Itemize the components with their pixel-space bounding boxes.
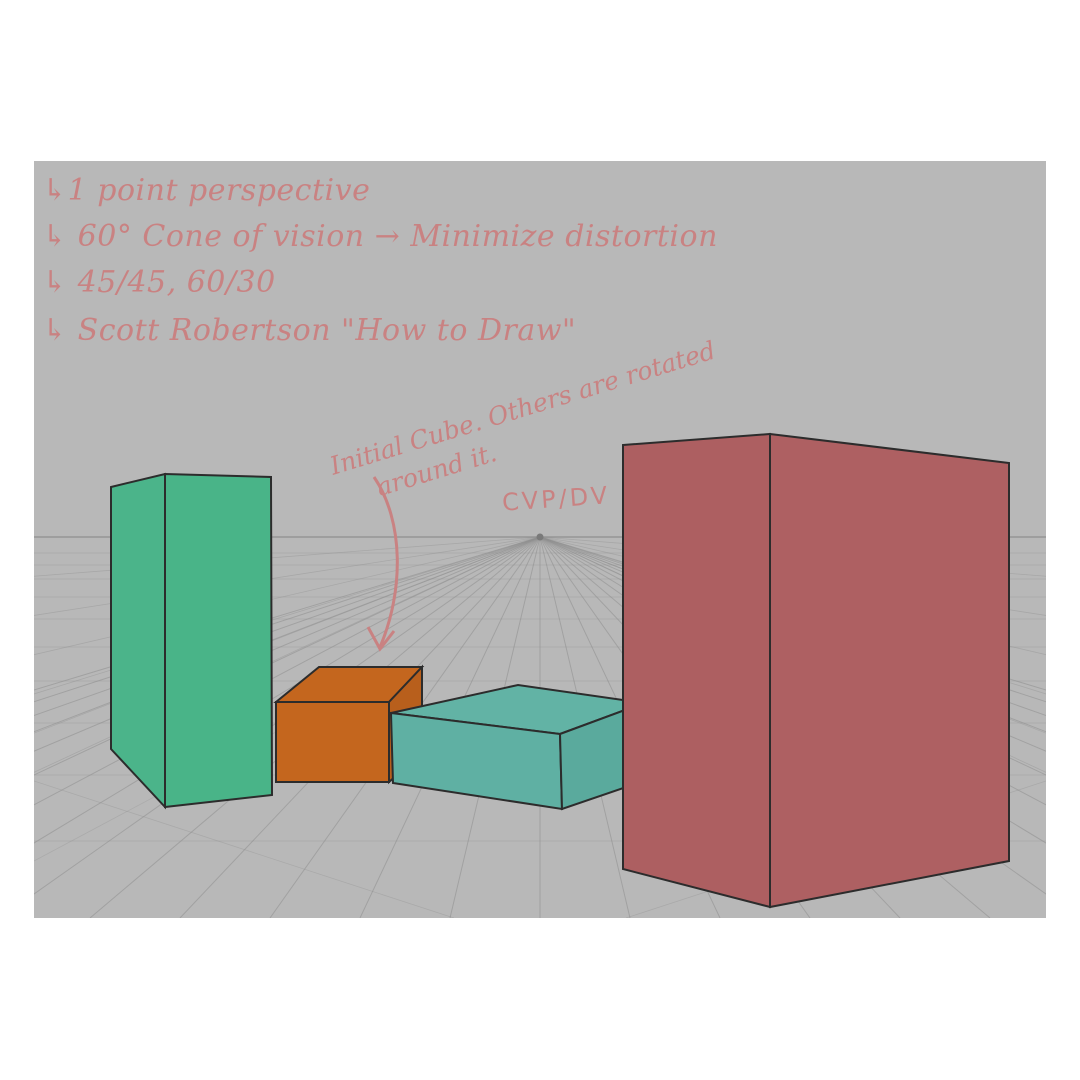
grid-line — [34, 536, 541, 691]
grid-line — [34, 536, 541, 703]
grid-line — [34, 536, 541, 577]
note-line-2: ↳ 60° Cone of vision → Minimize distorti… — [42, 219, 718, 254]
teal-box — [389, 683, 645, 811]
drawing-canvas: ↳1 point perspective ↳ 60° Cone of visio… — [34, 161, 1046, 918]
perspective-drawing — [34, 432, 1046, 918]
note-line-4: ↳ Scott Robertson "How to Draw" — [42, 313, 577, 348]
note-line-3: ↳ 45/45, 60/30 — [42, 265, 276, 300]
grid-line — [34, 536, 541, 717]
annotation-arrow — [372, 476, 399, 648]
note-line-1: ↳1 point perspective — [42, 173, 371, 208]
arrow-head — [366, 626, 396, 652]
green-box — [110, 472, 274, 810]
grid-line — [34, 536, 541, 733]
red-box — [622, 432, 1010, 909]
vanishing-point — [536, 533, 544, 541]
grid-line — [34, 780, 455, 918]
grid-line — [34, 536, 541, 752]
